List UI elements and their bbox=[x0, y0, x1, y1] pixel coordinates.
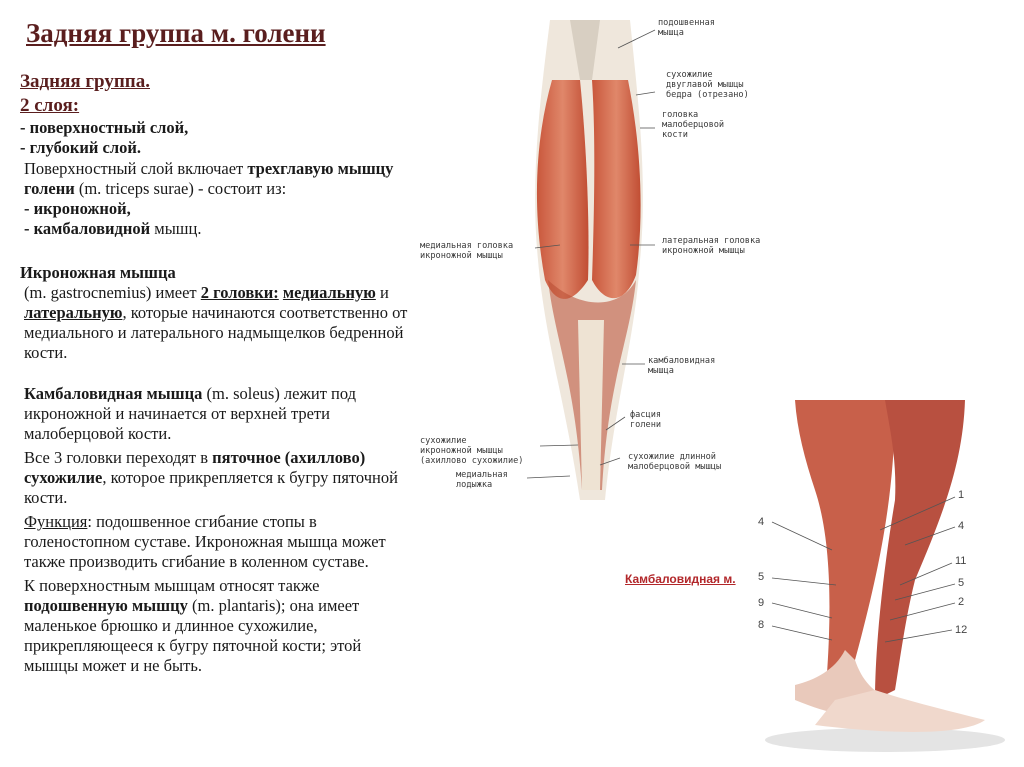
triceps-paragraph: Поверхностный слой включает трехглавую м… bbox=[24, 159, 394, 198]
triceps-item-gastro: - икроножной, bbox=[24, 199, 131, 218]
soleus-paragraph: Камбаловидная мышца (m. soleus) лежит по… bbox=[24, 384, 357, 443]
leg-number-5-left: 5 bbox=[758, 571, 765, 583]
soleus-caption: Камбаловидная м. bbox=[625, 572, 736, 586]
triceps-item-soleus: - камбаловидной мышц. bbox=[24, 219, 202, 238]
posterior-calf-illustration bbox=[535, 20, 643, 500]
function-paragraph: Функция: подошвенное сгибание стопы в го… bbox=[24, 512, 386, 571]
leg-number-2: 2 bbox=[958, 596, 965, 608]
achilles-paragraph: Все 3 головки переходят в пяточное (ахил… bbox=[24, 448, 398, 507]
layers-heading: 2 слоя: bbox=[20, 95, 80, 116]
layer-superficial: - поверхностный слой, bbox=[20, 118, 189, 137]
label-peroneus-tendon: сухожилие длинной малоберцовой мышцы bbox=[628, 452, 722, 472]
leg-number-4-left: 4 bbox=[758, 516, 765, 528]
leg-number-8: 8 bbox=[758, 619, 765, 631]
label-soleus: камбаловидная мышца bbox=[648, 356, 716, 376]
leg-number-1: 1 bbox=[958, 489, 965, 501]
label-lateral-head: латеральная головка икроножной мышцы bbox=[662, 236, 761, 256]
leg-number-5-right: 5 bbox=[958, 577, 965, 589]
plantaris-paragraph: К поверхностным мышцам относят также под… bbox=[24, 576, 362, 675]
label-biceps-tendon: сухожилие двуглавой мышцы бедра (отрезан… bbox=[666, 70, 749, 100]
label-plantaris: подошвенная мышца bbox=[658, 18, 715, 38]
label-fascia: фасция голени bbox=[630, 410, 662, 430]
leg-number-11: 11 bbox=[955, 555, 967, 567]
lateral-leg-illustration bbox=[765, 400, 1005, 752]
layer-deep: - глубокий слой. bbox=[20, 138, 141, 157]
label-medial-head: медиальная головка икроножной мышцы bbox=[420, 241, 514, 261]
gastro-heading: Икроножная мышца bbox=[20, 263, 176, 282]
slide-title: Задняя группа м. голени bbox=[26, 18, 326, 48]
label-achilles-tendon: сухожилие икроножной мышцы (ахиллово сух… bbox=[420, 436, 524, 466]
label-fibula-head: головка малоберцовой кости bbox=[662, 110, 725, 140]
leg-number-4-right: 4 bbox=[958, 520, 965, 532]
leg-number-9: 9 bbox=[758, 597, 765, 609]
text-column: Задняя группа. 2 слоя: - поверхностный с… bbox=[16, 70, 416, 676]
leg-number-12: 12 bbox=[955, 624, 968, 636]
group-heading: Задняя группа. bbox=[20, 71, 150, 92]
gastro-paragraph: (m. gastrocnemius) имеет 2 головки: меди… bbox=[24, 283, 408, 362]
label-medial-malleolus: медиальная лодыжка bbox=[456, 470, 508, 490]
